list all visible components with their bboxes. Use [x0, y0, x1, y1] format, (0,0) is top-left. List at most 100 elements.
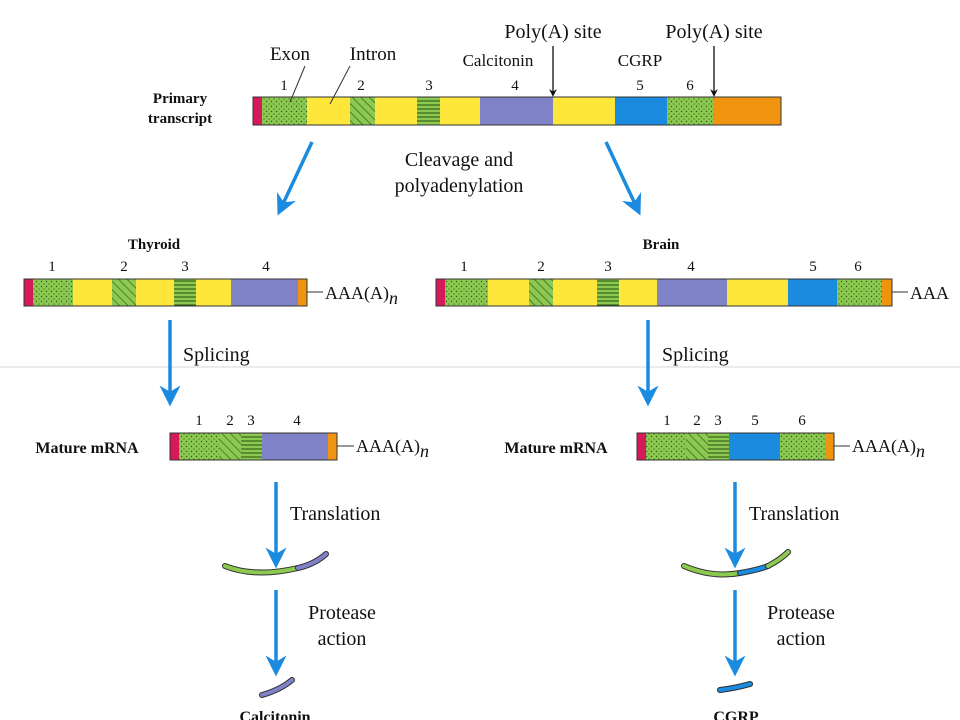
primary-intron-2 [375, 97, 417, 125]
thyroid-mature-cap [170, 433, 179, 460]
brain-intron-3 [619, 279, 657, 306]
thyroid-protease-line1: Protease [308, 602, 376, 624]
thyroid-mature-exon-4 [262, 433, 328, 460]
calcitonin-product-label: Calcitonin [239, 709, 310, 720]
primary-num-3: 3 [425, 78, 433, 94]
brain-mature-num-1: 1 [663, 413, 671, 429]
thyroid-tail: AAA(A)n [325, 283, 398, 308]
thyroid-mature-num-3: 3 [247, 413, 255, 429]
brain-num-2: 2 [537, 259, 545, 275]
exon-callout-label: Exon [270, 44, 311, 65]
thyroid-mature-polya-end [328, 433, 337, 460]
exon-callout-line [289, 65, 306, 103]
thyroid-mature-exon-3 [241, 433, 262, 460]
thyroid-intron-1 [73, 279, 112, 306]
thyroid-splicing-label: Splicing [183, 344, 250, 366]
brain-mature-num-3: 3 [714, 413, 722, 429]
thyroid-mature-exon-1 [179, 433, 219, 460]
brain-peptide-green [682, 564, 742, 577]
thyroid-cap [24, 279, 33, 306]
cleavage-label-line2: polyadenylation [395, 175, 524, 197]
thyroid-polya-end [298, 279, 307, 306]
thyroid-intron-3 [196, 279, 231, 306]
cleavage-label-line1: Cleavage and [405, 149, 513, 171]
thyroid-mature-num-1: 1 [195, 413, 203, 429]
thyroid-exon-3 [174, 279, 196, 306]
primary-exon-5 [615, 97, 667, 125]
primary-exon-4 [480, 97, 553, 125]
thyroid-mature-num-4: 4 [293, 413, 301, 429]
brain-mature-num-2: 2 [693, 413, 701, 429]
thyroid-num-1: 1 [48, 259, 56, 275]
brain-num-5: 5 [809, 259, 817, 275]
cleavage-arrow-right [604, 141, 642, 216]
primary-utr [714, 97, 781, 125]
brain-exon-4 [657, 279, 727, 306]
thyroid-intron-2 [136, 279, 174, 306]
brain-intron-2 [553, 279, 597, 306]
brain-translation-label: Translation [749, 503, 839, 525]
primary-intron-1 [307, 97, 350, 125]
brain-mature-polya-end [825, 433, 834, 460]
thyroid-exon-2 [112, 279, 136, 306]
primary-num-4: 4 [511, 78, 519, 94]
brain-polya-end [882, 279, 892, 306]
brain-mature-num-5: 5 [751, 413, 759, 429]
cgrp-callout-label: CGRP [618, 51, 662, 70]
primary-exon-6 [667, 97, 714, 125]
cleavage-arrow-left [276, 141, 314, 216]
brain-mature-cap [637, 433, 646, 460]
thyroid-peptide-calcitonin [296, 552, 328, 570]
brain-num-1: 1 [460, 259, 468, 275]
brain-branch: Brain 1 2 3 4 5 6 AAA Splicing Mature mR… [435, 237, 949, 720]
brain-exon-6 [837, 279, 882, 306]
primary-num-2: 2 [357, 78, 365, 94]
primary-exon-1 [262, 97, 307, 125]
intron-callout-line [329, 65, 351, 105]
thyroid-title: Thyroid [128, 237, 181, 253]
thyroid-exon-4 [231, 279, 298, 306]
primary-transcript: Primary transcript 1 2 3 4 5 6 Exon Intr… [148, 21, 782, 127]
thyroid-mature-tail: AAA(A)n [356, 436, 429, 461]
primary-label-line1: Primary [153, 91, 208, 107]
primary-intron-4 [553, 97, 615, 125]
thyroid-peptide-green [223, 564, 300, 575]
brain-mature-exon-2 [686, 433, 708, 460]
thyroid-mature-exon-2 [219, 433, 241, 460]
brain-mature-tail: AAA(A)n [852, 436, 925, 461]
thyroid-num-4: 4 [262, 259, 270, 275]
thyroid-translation-label: Translation [290, 503, 380, 525]
brain-protease-line1: Protease [767, 602, 835, 624]
brain-mature-exon-3 [708, 433, 729, 460]
brain-num-4: 4 [687, 259, 695, 275]
brain-exon-5 [788, 279, 837, 306]
brain-mature-exon-1 [646, 433, 686, 460]
brain-mature-label: Mature mRNA [504, 440, 608, 457]
brain-intron-1 [488, 279, 529, 306]
brain-protease-line2: action [777, 628, 826, 650]
thyroid-mature-label: Mature mRNA [35, 440, 139, 457]
thyroid-protease-line2: action [318, 628, 367, 650]
polya-site-1-label: Poly(A) site [504, 21, 601, 43]
primary-outline [252, 96, 782, 126]
polya-site-2-label: Poly(A) site [665, 21, 762, 43]
brain-peptide-tail [766, 550, 790, 568]
calcitonin-product-shape [260, 678, 294, 697]
brain-exon-2 [529, 279, 553, 306]
brain-title: Brain [643, 237, 680, 253]
thyroid-exon-1 [33, 279, 73, 306]
thyroid-branch: Thyroid 1 2 3 4 AAA(A)n Splicing Mature … [23, 237, 429, 720]
calcitonin-callout-label: Calcitonin [463, 51, 534, 70]
brain-num-6: 6 [854, 259, 862, 275]
primary-num-6: 6 [686, 78, 694, 94]
brain-num-3: 3 [604, 259, 612, 275]
primary-cap [253, 97, 262, 125]
thyroid-num-3: 3 [181, 259, 189, 275]
intron-callout-label: Intron [350, 44, 397, 65]
primary-num-5: 5 [636, 78, 644, 94]
thyroid-num-2: 2 [120, 259, 128, 275]
primary-label-line2: transcript [148, 111, 212, 127]
brain-tail: AAA [910, 283, 949, 303]
brain-mature-num-6: 6 [798, 413, 806, 429]
